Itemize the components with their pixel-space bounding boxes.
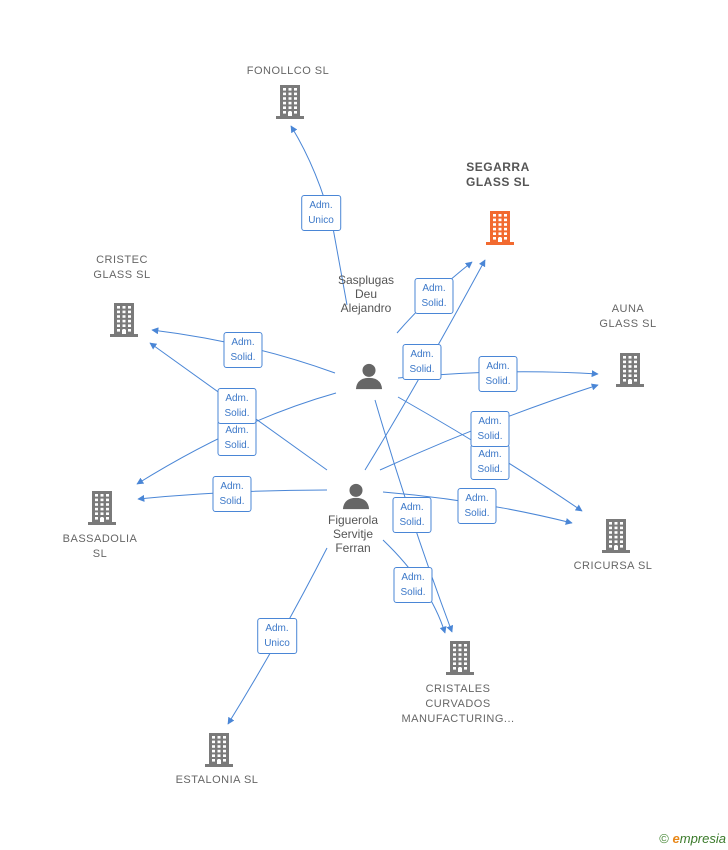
edge-label-line: Unico (308, 215, 334, 226)
edge-label-figuerola-cricursa[interactable]: Adm. Solid. (457, 488, 497, 524)
edge-label-sasplugas-cricursa[interactable]: Adm. Solid. (470, 444, 510, 480)
company-bassadolia-label-line: SL (92, 548, 108, 560)
edge-label-line: Solid. (224, 440, 250, 451)
building-icon[interactable] (485, 210, 515, 251)
edge-label-line: Adm. (486, 361, 510, 372)
edge-label-line: Adm. (478, 416, 502, 427)
edge-label-sasplugas-cristec[interactable]: Adm. Solid. (223, 332, 263, 368)
company-auna-label-line: AUNA (611, 303, 645, 315)
building-icon[interactable] (601, 518, 631, 559)
edge-label-line: Adm. (220, 481, 244, 492)
edge-label-line: Adm. (401, 572, 425, 583)
edge-label-line: Adm. (422, 283, 446, 294)
edge-label-line: Unico (264, 638, 290, 649)
edge-label-line: Solid. (224, 408, 250, 419)
edge-label-sasplugas-segarra[interactable]: Adm. Solid. (414, 278, 454, 314)
building-icon[interactable] (109, 302, 139, 343)
person-figuerola-label-line: Ferran (335, 541, 371, 555)
edge-label-figuerola-bassadolia[interactable]: Adm. Solid. (212, 476, 252, 512)
edge-label-figuerola-auna[interactable]: Adm. Solid. (470, 411, 510, 447)
edge-label-line: Solid. (421, 298, 447, 309)
edge-label-line: Adm. (400, 502, 424, 513)
person-figuerola-label-line: Figuerola (327, 513, 379, 527)
person-sasplugas-label-line: Sasplugas (337, 273, 395, 287)
edge-label-line: Solid. (400, 587, 426, 598)
edge-label-line: Solid. (477, 464, 503, 475)
brand-initial: e (672, 831, 680, 846)
edge-label-figuerola-cristec[interactable]: Adm. Solid. (217, 388, 257, 424)
company-auna-label: AUNA GLASS SL (599, 302, 656, 332)
company-cristales-label: CRISTALES CURVADOS MANUFACTURING... (401, 682, 514, 727)
company-cricursa-label-line: CRICURSA SL (573, 560, 653, 572)
company-cristec-label-line: GLASS SL (93, 269, 151, 281)
edge-label-line: Adm. (465, 493, 489, 504)
footer-brand: © empresia (659, 831, 726, 846)
edge-label-figuerola-estalonia[interactable]: Adm. Unico (257, 618, 297, 654)
building-icon[interactable] (445, 640, 475, 681)
company-fonollco-label: FONOLLCO SL (247, 64, 330, 79)
edge-label-line: Solid. (230, 352, 256, 363)
person-sasplugas-label-line: Alejandro (340, 301, 392, 315)
company-estalonia-label-line: ESTALONIA SL (175, 774, 259, 786)
company-fonollco-label-line: FONOLLCO SL (246, 65, 330, 77)
building-icon[interactable] (87, 490, 117, 531)
company-cristales-label-line: CURVADOS (425, 698, 491, 710)
edge-label-sasplugas-fonollco[interactable]: Adm. Unico (301, 195, 341, 231)
edge-label-line: Adm. (231, 337, 255, 348)
building-icon[interactable] (615, 352, 645, 393)
building-icon[interactable] (204, 732, 234, 773)
person-icon[interactable] (355, 362, 383, 395)
company-bassadolia-label: BASSADOLIA SL (63, 532, 138, 562)
edge-label-line: Solid. (219, 496, 245, 507)
edge-label-line: Solid. (485, 376, 511, 387)
edge-label-line: Adm. (225, 425, 249, 436)
company-cricursa-label: CRICURSA SL (574, 559, 653, 574)
person-icon[interactable] (342, 482, 370, 515)
person-figuerola-label-line: Servitje (332, 527, 373, 541)
company-cristec-label: CRISTEC GLASS SL (93, 253, 150, 283)
company-auna-label-line: GLASS SL (599, 318, 657, 330)
building-icon[interactable] (275, 84, 305, 125)
edge-label-line: Solid. (477, 431, 503, 442)
edge-label-sasplugas-auna[interactable]: Adm. Solid. (478, 356, 518, 392)
brand-name: mpresia (679, 831, 726, 846)
edge-label-line: Adm. (478, 449, 502, 460)
person-sasplugas-label-line: Deu (354, 287, 378, 301)
edge-label-line: Solid. (399, 517, 425, 528)
edge-label-line: Solid. (409, 364, 435, 375)
edge-label-sasplugas-cristales[interactable]: Adm. Solid. (392, 497, 432, 533)
edge-label-line: Adm. (410, 349, 434, 360)
company-bassadolia-label-line: BASSADOLIA (62, 533, 138, 545)
edge-label-line: Adm. (265, 623, 289, 634)
copyright-symbol: © (659, 831, 669, 846)
company-cristales-label-line: MANUFACTURING... (401, 713, 515, 725)
company-segarra-label-line: SEGARRA (466, 160, 530, 174)
edge-label-line: Adm. (225, 393, 249, 404)
edge-label-figuerola-segarra[interactable]: Adm. Solid. (402, 344, 442, 380)
company-estalonia-label: ESTALONIA SL (176, 773, 259, 788)
edge-label-sasplugas-bassadolia[interactable]: Adm. Solid. (217, 420, 257, 456)
company-cristec-label-line: CRISTEC (96, 254, 148, 266)
edge-label-figuerola-cristales[interactable]: Adm. Solid. (393, 567, 433, 603)
edge-label-line: Adm. (309, 200, 333, 211)
company-segarra-label-line: GLASS SL (465, 175, 531, 189)
company-cristales-label-line: CRISTALES (425, 683, 491, 695)
edge-label-line: Solid. (464, 508, 490, 519)
